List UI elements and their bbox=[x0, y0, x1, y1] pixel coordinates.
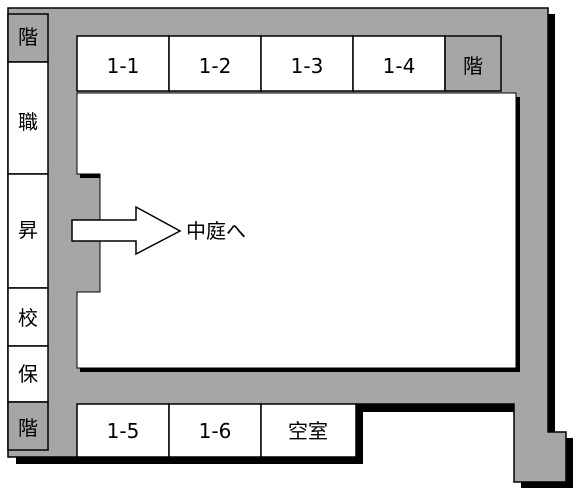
courtyard-arrow-label: 中庭へ bbox=[186, 219, 246, 243]
room-left-1-label: 昇 bbox=[18, 218, 38, 242]
left-rooms: 職 昇 校 保 bbox=[7, 61, 49, 403]
room-bottom-0-label: 1-5 bbox=[107, 419, 140, 443]
bottom-rooms: 1-5 1-6 空室 bbox=[76, 403, 357, 458]
stair-bottom-left-label: 階 bbox=[18, 416, 38, 440]
room-left-0[interactable] bbox=[7, 61, 49, 175]
room-left-0-label: 職 bbox=[18, 110, 38, 134]
room-top-0-label: 1-1 bbox=[107, 54, 140, 78]
room-bottom-2-label: 空室 bbox=[288, 419, 328, 443]
room-bottom-0[interactable] bbox=[76, 403, 170, 458]
stair-bottom-left bbox=[7, 401, 49, 451]
stair-top-left-label: 階 bbox=[18, 25, 38, 49]
room-top-2-label: 1-3 bbox=[291, 54, 324, 78]
room-bottom-2[interactable] bbox=[260, 403, 357, 458]
room-top-1-label: 1-2 bbox=[199, 54, 232, 78]
courtyard bbox=[76, 92, 517, 369]
room-bottom-1-label: 1-6 bbox=[199, 419, 232, 443]
room-top-0[interactable] bbox=[76, 35, 170, 92]
right-arrow-icon bbox=[71, 205, 182, 256]
room-left-3-label: 保 bbox=[18, 362, 38, 386]
stair-top-right bbox=[444, 35, 502, 92]
stair-top-right-label: 階 bbox=[463, 54, 483, 78]
room-top-3-label: 1-4 bbox=[383, 54, 416, 78]
room-left-2[interactable] bbox=[7, 287, 49, 347]
room-top-3[interactable] bbox=[352, 35, 446, 92]
top-rooms: 1-1 1-2 1-3 1-4 bbox=[76, 35, 446, 92]
room-top-1[interactable] bbox=[168, 35, 262, 92]
room-left-2-label: 校 bbox=[18, 306, 38, 330]
